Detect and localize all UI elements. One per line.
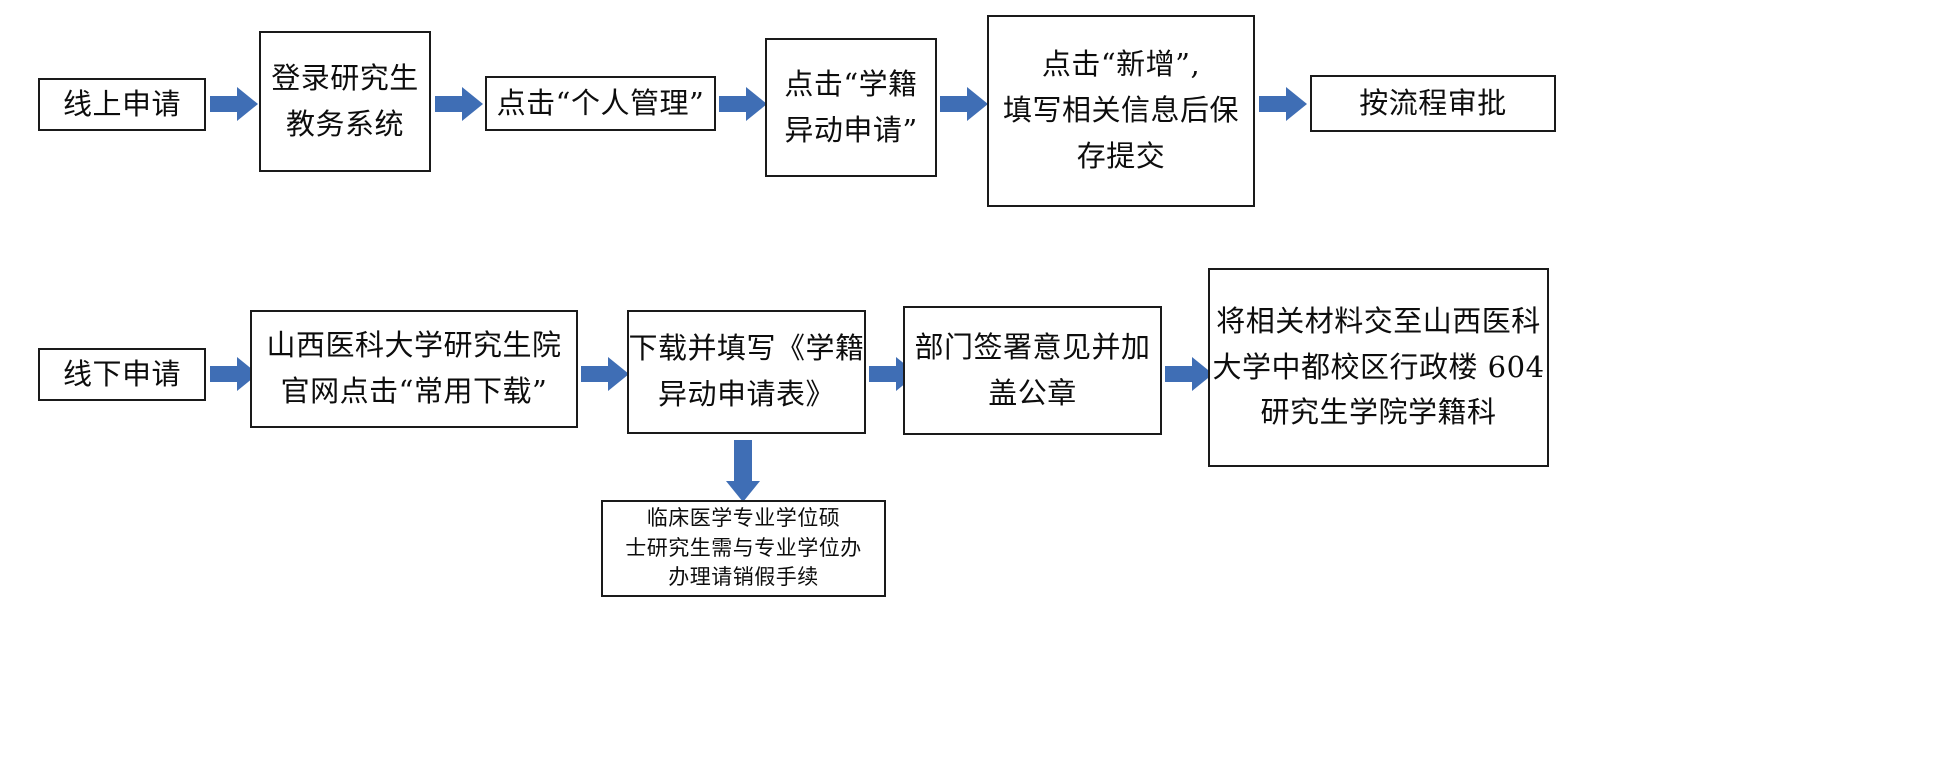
- node-line: 将相关材料交至山西医科: [1216, 303, 1541, 338]
- arrow-head: [1286, 87, 1307, 121]
- connector-arrow-down: [723, 440, 763, 502]
- arrow-head: [967, 87, 988, 121]
- connector-arrow-right: [435, 87, 483, 121]
- node-line: 下载并填写《学籍: [628, 331, 865, 366]
- arrow-shaft: [435, 96, 464, 112]
- arrow-shaft: [1165, 366, 1194, 382]
- node-line: 教务系统: [285, 106, 404, 141]
- note-line: 办理请销假手续: [668, 565, 819, 590]
- connector-arrow-right: [1165, 357, 1213, 391]
- node-offline-step-1[interactable]: 山西医科大学研究生院 官网点击“常用下载”: [250, 310, 578, 428]
- node-line: 部门签署意见并加: [914, 329, 1151, 364]
- arrow-shaft: [581, 366, 610, 382]
- node-online-step-2[interactable]: 点击“个人管理”: [485, 76, 716, 131]
- node-line: 异动申请表》: [657, 377, 835, 411]
- node-line: 盖公章: [988, 375, 1077, 410]
- node-online-step-4[interactable]: 点击“新增”, 填写相关信息后保 存提交: [987, 15, 1255, 207]
- node-line: 线下申请: [62, 356, 181, 391]
- arrow-head: [726, 481, 760, 502]
- arrow-head: [462, 87, 483, 121]
- node-offline-step-2[interactable]: 下载并填写《学籍 异动申请表》: [627, 310, 866, 434]
- node-line: 线上申请: [62, 86, 181, 121]
- node-offline-step-3[interactable]: 部门签署意见并加 盖公章: [903, 306, 1162, 435]
- note-line: 临床医学专业学位硕: [646, 505, 841, 530]
- node-online-step-5[interactable]: 按流程审批: [1310, 75, 1556, 132]
- node-line: 按流程审批: [1359, 85, 1507, 120]
- arrow-shaft: [719, 96, 748, 112]
- node-line: 研究生学院学籍科: [1260, 395, 1497, 430]
- node-offline-start[interactable]: 线下申请: [38, 348, 206, 401]
- arrow-head: [746, 87, 767, 121]
- node-line: 异动申请”: [784, 112, 918, 147]
- node-line: 登录研究生: [271, 60, 419, 95]
- node-online-step-3[interactable]: 点击“学籍 异动申请”: [765, 38, 937, 177]
- node-line: 存提交: [1076, 138, 1166, 173]
- node-online-step-1[interactable]: 登录研究生 教务系统: [259, 31, 431, 172]
- connector-arrow-right: [581, 357, 629, 391]
- node-line: 官网点击“常用下载”: [280, 374, 548, 408]
- node-line: 点击“学籍: [784, 66, 918, 101]
- node-online-start[interactable]: 线上申请: [38, 78, 206, 131]
- node-line: 山西医科大学研究生院: [266, 328, 562, 363]
- node-clinical-note[interactable]: 临床医学专业学位硕 士研究生需与专业学位办 办理请销假手续: [601, 500, 886, 597]
- connector-arrow-right: [719, 87, 767, 121]
- arrow-shaft: [1259, 96, 1288, 112]
- arrow-shaft: [734, 440, 752, 483]
- node-line: 大学中都校区行政楼 604: [1212, 349, 1545, 384]
- arrow-shaft: [940, 96, 969, 112]
- connector-arrow-right: [1259, 87, 1307, 121]
- arrow-head: [1192, 357, 1213, 391]
- node-line: 点击“个人管理”: [496, 85, 705, 120]
- note-line: 士研究生需与专业学位办: [625, 535, 862, 560]
- arrow-head: [237, 87, 258, 121]
- arrow-shaft: [869, 366, 898, 382]
- connector-arrow-right: [210, 87, 258, 121]
- node-offline-step-4[interactable]: 将相关材料交至山西医科 大学中都校区行政楼 604 研究生学院学籍科: [1208, 268, 1549, 467]
- arrow-shaft: [210, 366, 239, 382]
- connector-arrow-right: [940, 87, 988, 121]
- arrow-shaft: [210, 96, 239, 112]
- arrow-head: [608, 357, 629, 391]
- node-line: 填写相关信息后保: [1002, 93, 1239, 128]
- node-line: 点击“新增”,: [1041, 47, 1201, 82]
